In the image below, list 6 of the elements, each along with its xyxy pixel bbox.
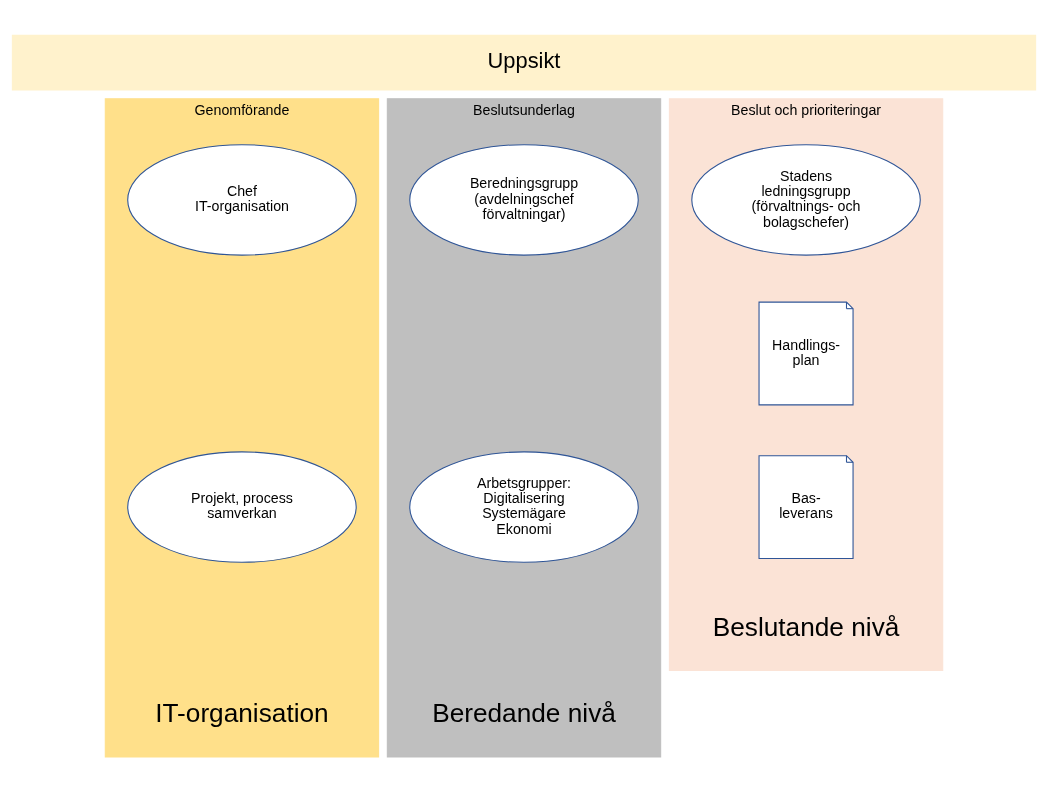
node-ellipse: Chef IT-organisation bbox=[127, 143, 357, 256]
node-ellipse: Stadens ledningsgrupp (förvaltnings- och bolagschefer) bbox=[691, 143, 921, 256]
node-ellipse: Arbetsgrupper: Digitalisering Systemägare Ekonomi bbox=[409, 450, 639, 563]
node-ellipse: Beredningsgrupp (avdelningschef förvaltningar) bbox=[409, 143, 639, 256]
node-ellipse: Projekt, process samverkan bbox=[127, 450, 357, 563]
node-box: Uppsikt bbox=[11, 34, 1037, 91]
